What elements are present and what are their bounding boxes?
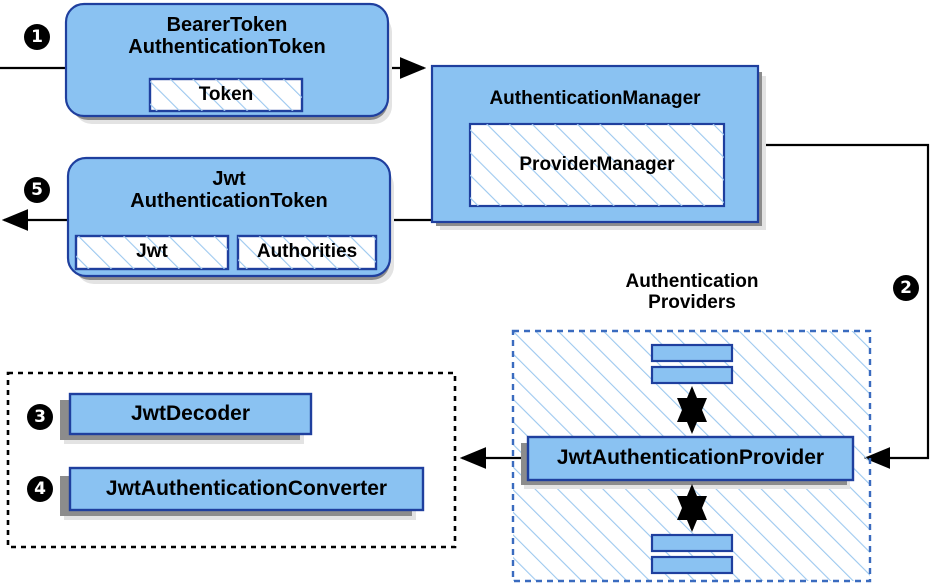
node-jwt-decoder[interactable] bbox=[60, 392, 313, 444]
group-jwt-support-components bbox=[6, 371, 457, 549]
provider-stack-top bbox=[650, 343, 734, 385]
step-marker-1: 1 bbox=[24, 24, 50, 50]
node-jwt-token-inner-jwt[interactable] bbox=[74, 234, 230, 271]
step-marker-4: 4 bbox=[27, 476, 53, 502]
node-jwt-token-inner-authorities[interactable] bbox=[236, 234, 378, 271]
node-provider-manager[interactable] bbox=[468, 122, 726, 208]
step-marker-3: 3 bbox=[27, 404, 53, 430]
node-bearer-token-inner-token[interactable] bbox=[148, 77, 304, 113]
connector-manager-to-provider bbox=[758, 143, 930, 469]
node-jwt-authentication-converter[interactable] bbox=[60, 466, 425, 520]
node-jwt-authentication-provider[interactable] bbox=[521, 435, 855, 489]
step-marker-2: 2 bbox=[893, 275, 919, 301]
step-marker-5: 5 bbox=[24, 177, 50, 203]
provider-stack-bottom bbox=[650, 533, 734, 575]
